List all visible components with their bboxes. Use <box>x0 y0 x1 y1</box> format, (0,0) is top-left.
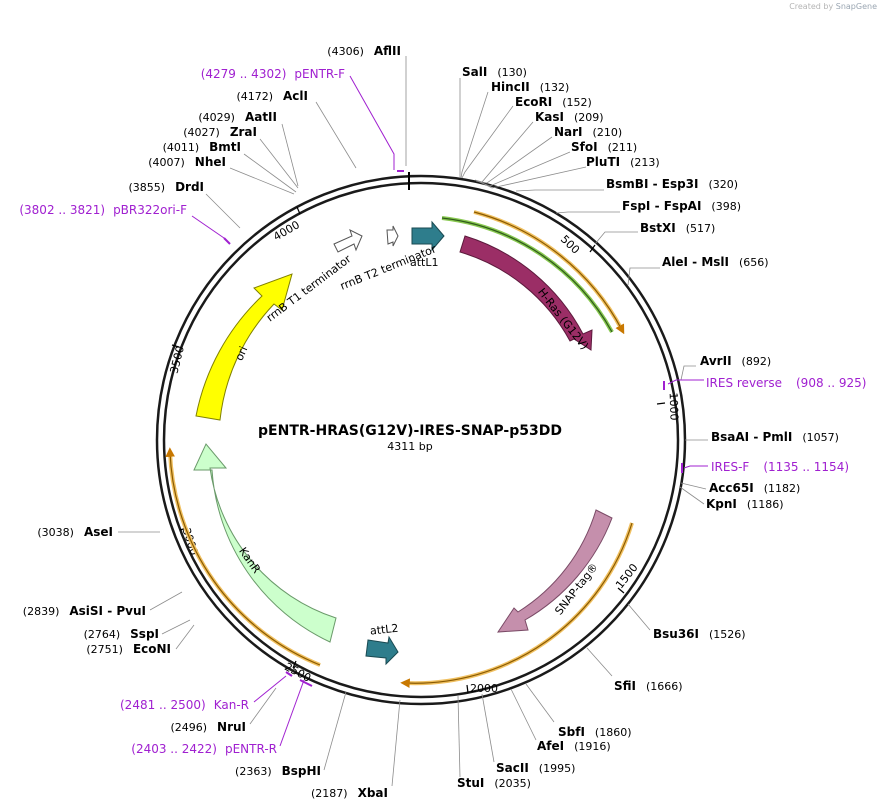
site-bstxi: BstXI(517) <box>640 221 715 235</box>
site-bsu36i: Bsu36I(1526) <box>653 627 746 641</box>
feature-kanr[interactable]: KanR <box>193 443 337 643</box>
primer-pentr-r: (2403 .. 2422)pENTR-R <box>131 742 277 756</box>
feature-attL1[interactable]: attL1 <box>410 220 445 269</box>
feature-hras-label: H-Ras (G12V) <box>535 286 591 353</box>
feature-attL1-label: attL1 <box>410 256 439 269</box>
feature-ori[interactable]: ori <box>195 273 293 421</box>
site-afei: AfeI(1916) <box>537 739 611 753</box>
site-bmti: (4011)BmtI <box>163 140 241 154</box>
primer-marks <box>223 170 683 687</box>
tick-2000: 2000 <box>470 682 498 695</box>
tick-1500: 1500 <box>613 561 640 591</box>
primer-labels: (4279 .. 4302)pENTR-F (3802 .. 3821)pBR3… <box>19 67 866 756</box>
plasmid-length: 4311 bp <box>387 440 432 453</box>
site-sbfi: SbfI(1860) <box>558 725 632 739</box>
site-labels-left: (4306)AflII (4172)AclI (4029)AatII (4027… <box>23 44 401 800</box>
leaders-right <box>457 78 708 778</box>
site-sfoi: SfoI(211) <box>571 140 637 154</box>
snapgene-watermark: Created by SnapGene <box>789 2 877 11</box>
site-asisi-pvui: (2839)AsiSI - PvuI <box>23 604 146 618</box>
primer-leaders <box>191 75 708 747</box>
primer-kan-r: (2481 .. 2500)Kan-R <box>120 698 249 712</box>
site-zrai: (4027)ZraI <box>183 125 257 139</box>
site-drdi: (3855)DrdI <box>128 180 204 194</box>
site-sfii: SfiI(1666) <box>614 679 683 693</box>
site-econi: (2751)EcoNI <box>86 642 171 656</box>
site-sali: SalI(130) <box>462 65 527 79</box>
feature-snap-tag[interactable]: SNAP-tag® <box>497 509 613 633</box>
site-labels-right: SalI(130) HincII(132) EcoRI(152) KasI(20… <box>457 65 839 790</box>
site-bsphi: (2363)BspHI <box>235 764 321 778</box>
site-hincii: HincII(132) <box>491 80 569 94</box>
site-ecori: EcoRI(152) <box>515 95 592 109</box>
site-aatii: (4029)AatII <box>198 110 277 124</box>
site-nhei: (4007)NheI <box>148 155 226 169</box>
plasmid-name: pENTR-HRAS(G12V)-IRES-SNAP-p53DD <box>258 423 562 439</box>
primer-pbr322ori-f: (3802 .. 3821)pBR322ori-F <box>19 203 187 217</box>
tick-1000: 1000 <box>667 392 681 420</box>
site-kasi: KasI(209) <box>535 110 604 124</box>
site-stui: StuI(2035) <box>457 776 531 790</box>
site-asei: (3038)AseI <box>37 525 113 539</box>
site-kpni: KpnI(1186) <box>706 497 783 511</box>
site-fspi-fspai: FspI - FspAI(398) <box>622 199 741 213</box>
primer-pentr-f: (4279 .. 4302)pENTR-F <box>201 67 345 81</box>
site-alei-msli: AleI - MslI(656) <box>662 255 769 269</box>
feature-attL2[interactable]: attL2 <box>365 622 399 666</box>
primer-ires-f: IRES-F(1135 .. 1154) <box>711 460 849 474</box>
feature-ori-label: ori <box>233 344 251 362</box>
site-bsaai-pmli: BsaAI - PmlI(1057) <box>711 430 839 444</box>
site-nrui: (2496)NruI <box>170 720 246 734</box>
site-aflii: (4306)AflII <box>327 44 401 58</box>
site-xbai: (2187)XbaI <box>311 786 388 800</box>
feature-attL2-label: attL2 <box>369 622 399 638</box>
leaders-left <box>118 56 407 787</box>
orf-arcs <box>165 210 634 689</box>
tick-3500: 3500 <box>168 345 187 375</box>
site-bsmbi-esp3i: BsmBI - Esp3I(320) <box>606 177 738 191</box>
site-pluti: PluTI(213) <box>586 155 660 169</box>
site-sacii: SacII(1995) <box>496 761 575 775</box>
site-acli: (4172)AclI <box>236 89 308 103</box>
primer-ires-reverse: IRES reverse(908 .. 925) <box>706 376 866 390</box>
site-nari: NarI(210) <box>554 125 622 139</box>
site-acc65i: Acc65I(1182) <box>709 481 800 495</box>
site-avrii: AvrII(892) <box>700 354 771 368</box>
site-sspi: (2764)SspI <box>84 627 159 641</box>
